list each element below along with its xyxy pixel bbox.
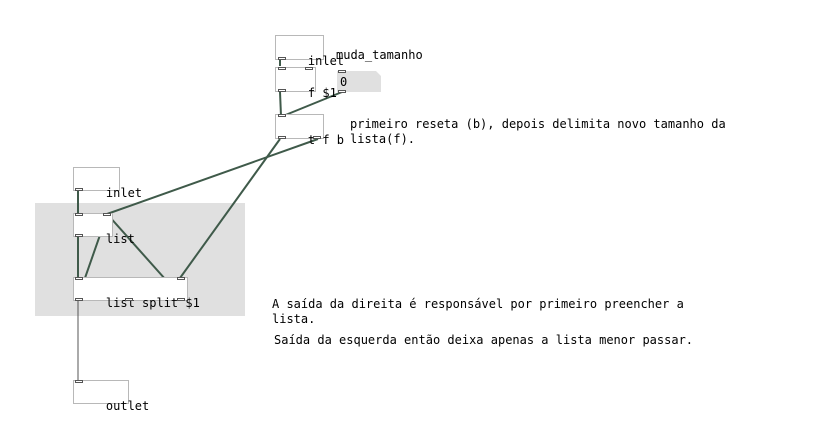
- comment-line: A saída da direita é responsável por pri…: [272, 297, 684, 311]
- right-outlet-comment: A saída da direita é responsável por pri…: [272, 297, 684, 327]
- object-text: inlet: [105, 186, 143, 200]
- object-text: outlet: [105, 399, 150, 413]
- left-outlet-comment: Saída da esquerda então deixa apenas a l…: [274, 333, 694, 347]
- outlet-object[interactable]: outlet: [73, 380, 149, 413]
- outlet-port-left[interactable]: [75, 298, 83, 301]
- object-text: list split $1: [105, 296, 200, 310]
- inlet-port-left[interactable]: [75, 277, 83, 280]
- object-text: f $1: [307, 86, 337, 100]
- outlet-port-bang[interactable]: [313, 136, 321, 139]
- number-box[interactable]: 0: [337, 70, 382, 93]
- inlet-port-right[interactable]: [305, 67, 313, 70]
- outlet-port[interactable]: [75, 234, 83, 237]
- object-text: t f b: [307, 133, 345, 147]
- comment-line: lista.: [272, 312, 316, 326]
- outlet-port[interactable]: [278, 89, 286, 92]
- list-object[interactable]: list: [73, 213, 135, 246]
- outlet-port-right[interactable]: [177, 298, 185, 301]
- float-object[interactable]: f $1: [275, 67, 337, 100]
- trigger-object[interactable]: t f b: [275, 114, 344, 147]
- number-value: 0: [340, 75, 348, 89]
- inlet-port[interactable]: [278, 114, 286, 117]
- object-text: list: [105, 232, 135, 246]
- outlet-port[interactable]: [75, 188, 83, 191]
- inlet-port-left[interactable]: [278, 67, 286, 70]
- inlet-port-left[interactable]: [75, 213, 83, 216]
- outlet-port[interactable]: [278, 57, 286, 60]
- inlet-port-right[interactable]: [103, 213, 111, 216]
- trigger-comment: primeiro reseta (b), depois delimita nov…: [350, 117, 726, 147]
- comment-line: primeiro reseta (b), depois delimita nov…: [350, 117, 726, 131]
- outlet-port-float[interactable]: [278, 136, 286, 139]
- number-box-label: muda_tamanho: [336, 48, 423, 62]
- comment-line: lista(f).: [350, 132, 416, 146]
- outlet-port[interactable]: [338, 90, 346, 93]
- object-text: inlet: [307, 54, 345, 68]
- inlet-port[interactable]: [75, 380, 83, 383]
- outlet-port-middle[interactable]: [125, 298, 133, 301]
- inlet-object-left[interactable]: inlet: [73, 167, 142, 200]
- inlet-port-right[interactable]: [177, 277, 185, 280]
- list-split-object[interactable]: list split $1: [73, 277, 200, 310]
- inlet-port[interactable]: [338, 70, 346, 73]
- number-box-corner: [375, 70, 382, 77]
- inlet-object-top[interactable]: inlet: [275, 35, 344, 68]
